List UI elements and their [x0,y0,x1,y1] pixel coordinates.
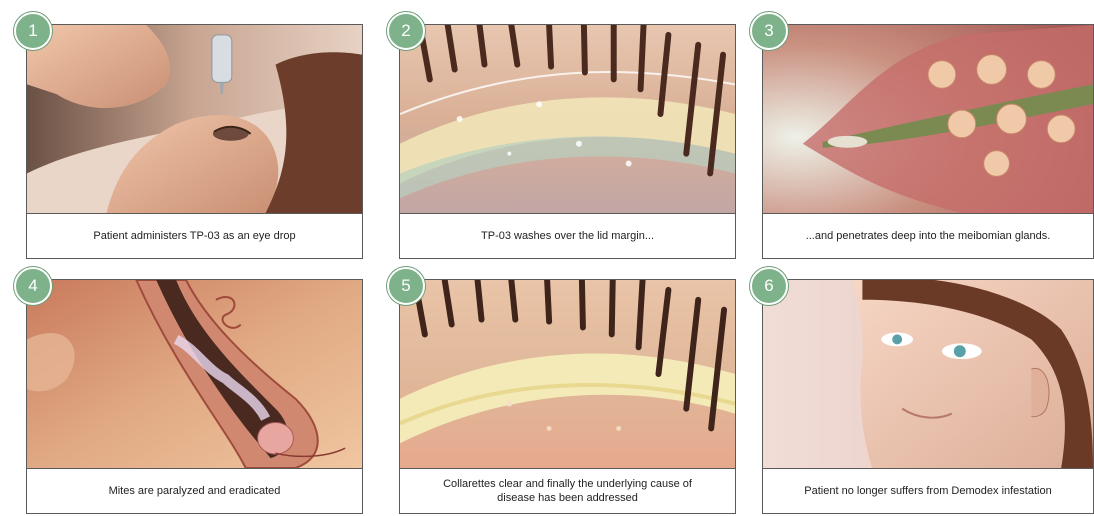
step-5-illustration [399,279,736,469]
step-3-badge: 3 [750,12,788,50]
step-3-panel: ...and penetrates deep into the meibomia… [762,24,1094,260]
step-6-caption: Patient no longer suffers from Demodex i… [762,468,1094,514]
step-2-badge: 2 [387,12,425,50]
step-4-panel: Mites are paralyzed and eradicated 4 [26,279,363,515]
step-1-illustration [26,24,363,214]
step-5-panel: Collarettes clear and finally the underl… [399,279,736,515]
step-6-panel: Patient no longer suffers from Demodex i… [762,279,1094,515]
step-4-caption: Mites are paralyzed and eradicated [26,468,363,514]
step-6-badge: 6 [750,267,788,305]
step-2-illustration [399,24,736,214]
step-5-caption: Collarettes clear and finally the underl… [399,468,736,514]
step-6-illustration [762,279,1094,469]
step-3-illustration [762,24,1094,214]
step-1-badge: 1 [14,12,52,50]
step-3-caption: ...and penetrates deep into the meibomia… [762,213,1094,259]
step-1-panel: Patient administers TP-03 as an eye drop… [26,24,363,260]
step-2-caption: TP-03 washes over the lid margin... [399,213,736,259]
step-2-panel: TP-03 washes over the lid margin... 2 [399,24,736,260]
step-4-badge: 4 [14,267,52,305]
step-1-caption: Patient administers TP-03 as an eye drop [26,213,363,259]
step-5-badge: 5 [387,267,425,305]
step-4-illustration [26,279,363,469]
